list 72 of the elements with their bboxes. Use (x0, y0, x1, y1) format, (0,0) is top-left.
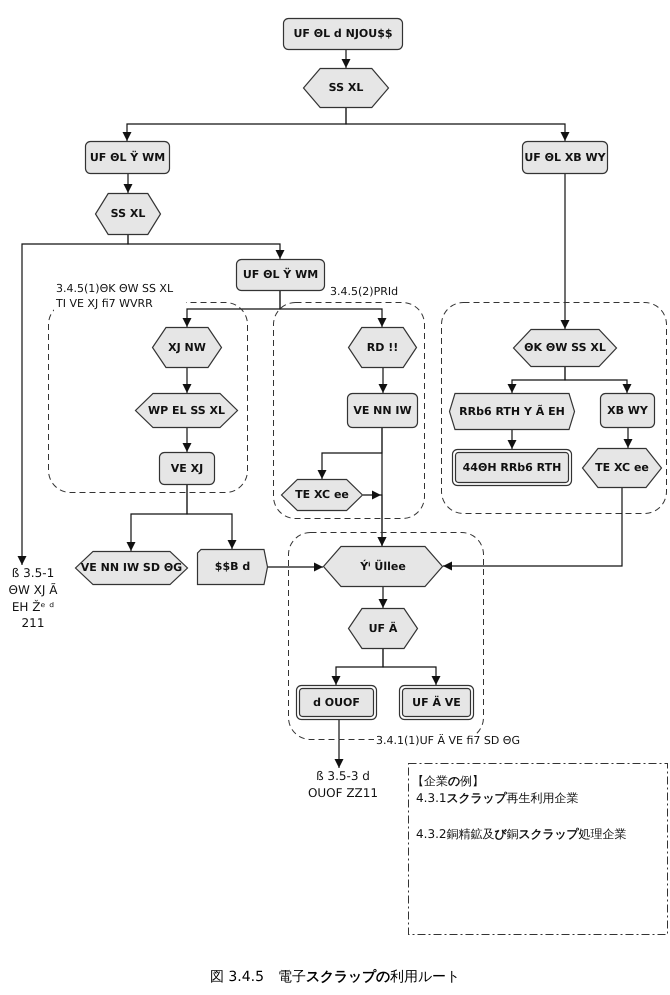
hexagon-box (135, 393, 238, 428)
note-text: 【企業の例】 (412, 773, 485, 790)
double-border-box (296, 685, 377, 720)
arrow (382, 649, 440, 685)
group-label: 3.4.5(1)ΘK ΘW SS XL TI VE XJ ﬁ7 WVRR (54, 282, 186, 312)
arrow (624, 428, 632, 448)
figure-caption: 図 3.4.5 電子スクラップの利用ルート (208, 968, 462, 986)
arrow (508, 430, 516, 449)
node-label: UF ΘL XB WY (524, 150, 606, 164)
node-label: VE NN IW (353, 404, 412, 418)
node-label: VE XJ (170, 462, 204, 476)
node-label: UF ΘL Ÿ WM (90, 150, 166, 164)
note-panel (408, 763, 668, 935)
arrow (378, 368, 388, 393)
reference-note: ß 3.5-3 d OUOF ZZ11 (306, 768, 380, 802)
process-box (600, 393, 655, 428)
node-label: RD !! (366, 340, 398, 354)
hexagon-box (348, 327, 417, 368)
arrow (443, 488, 623, 570)
hexagon-box (281, 479, 363, 511)
hexagon-box (303, 68, 389, 108)
node-label: XB WY (607, 404, 648, 418)
hexagon-box (582, 448, 662, 488)
node-label: TE XC ee (595, 461, 649, 475)
node-label: 44ΘH RRb6 RTH (462, 460, 562, 474)
arrow (342, 50, 350, 68)
node-label: Ýⁱ Üllee (360, 560, 406, 574)
process-box (159, 452, 215, 485)
node-label: UF Ä VE (412, 696, 461, 710)
process-box (283, 18, 403, 50)
arrow (345, 108, 570, 141)
node-label: ΘK ΘW SS XL (524, 341, 606, 355)
node-label: RRb6 RTH Y Ã EH (459, 404, 565, 418)
node-label: d OUOF (313, 696, 360, 710)
arrow (186, 485, 236, 549)
hexagon-box (449, 393, 575, 430)
node-label: UF Ä (368, 622, 398, 636)
arrow (124, 174, 132, 193)
reference-note: ß 3.5-1 ΘW XJ Ã EH Žᵉ ᵈ 211 (8, 565, 58, 632)
hexagon-box (323, 546, 443, 587)
arrow (18, 235, 129, 565)
node-label: SS XL (328, 81, 364, 95)
process-box (347, 393, 418, 428)
node-label: XJ NW (168, 340, 206, 354)
arrow (182, 368, 192, 393)
node-label: $$B d (214, 560, 250, 574)
arrow (279, 291, 386, 327)
node-label: SS XL (110, 207, 146, 221)
arrow (560, 174, 570, 329)
arrow (363, 490, 386, 546)
note-text: 4.3.2銅精鉱及び銅スクラップ処理企業 (416, 826, 628, 843)
hexagon-box (513, 329, 617, 367)
note-text: 4.3.1スクラップ再生利用企業 (416, 790, 580, 808)
arrow (378, 587, 388, 608)
hexagon-box (348, 608, 418, 649)
process-box (85, 141, 170, 174)
node-label: TE XC ee (295, 488, 349, 502)
process-box (236, 259, 325, 291)
hexagon-box (152, 327, 222, 368)
node-label: UF ΘL d NJOU$$ (293, 27, 393, 41)
double-border-box (452, 449, 572, 486)
arrow (182, 428, 192, 452)
arrow (334, 720, 344, 768)
double-border-box (399, 685, 474, 720)
arrow (268, 562, 323, 572)
node-label: UF ΘL Ÿ WM (242, 268, 318, 282)
hexagon-box (95, 193, 161, 235)
hexagon-box (75, 551, 188, 585)
node-label: WP EL SS XL (148, 404, 226, 418)
node-label: VE NN IW SD ΘG (80, 561, 182, 575)
arrow (564, 367, 632, 393)
process-box (522, 141, 608, 174)
